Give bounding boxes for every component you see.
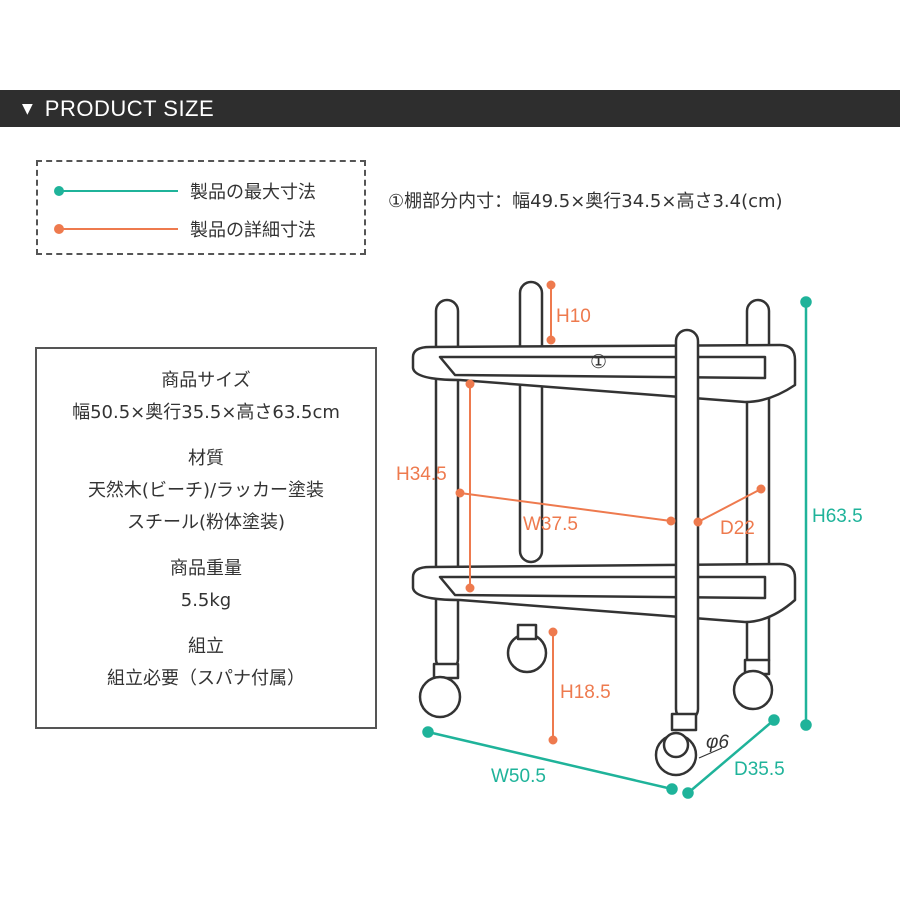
shelf-inner-size-note: ①棚部分内寸：幅49.5×奥行34.5×高さ3.4(cm) [388,191,783,212]
phi6-label: φ6 [706,732,729,753]
section-header: ▼ PRODUCT SIZE [0,90,900,127]
weight-value: 5.5kg [180,590,232,611]
caster-right [732,669,774,711]
d22-line [697,488,762,523]
bottom-tray-inner [438,575,767,600]
caster-left [418,675,462,719]
d22-label: D22 [720,518,755,539]
bottom-tray [411,562,797,624]
material-label: 材質 [188,448,224,469]
legend-item-detail: 製品の詳細寸法 [54,214,316,244]
h10-label: H10 [556,306,591,327]
d35-5-label: D35.5 [734,759,785,780]
weight-label: 商品重量 [170,558,242,579]
caster-back-stem [516,623,538,641]
triangle-down-icon: ▼ [22,100,33,117]
h18-5-label: H18.5 [560,682,611,703]
caster-front-inner [662,731,690,759]
teal-line-icon [54,186,178,196]
h63-5-label: H63.5 [812,506,863,527]
w50-5-label: W50.5 [491,766,546,787]
legend-box: 製品の最大寸法 製品の詳細寸法 [36,160,366,255]
orange-line-icon [54,224,178,234]
legend-label-detail: 製品の詳細寸法 [190,220,316,241]
d35-5-line [687,719,775,794]
material-line-2: スチール(粉体塗装) [126,512,286,533]
assembly-label: 組立 [188,636,224,657]
size-label: 商品サイズ [161,370,251,391]
top-tray-inner [438,355,767,380]
w50-5-line [427,730,673,791]
size-value: 幅50.5×奥行35.5×高さ63.5cm [72,402,340,423]
material-line-1: 天然木(ビーチ)/ラッカー塗装 [87,480,325,501]
caster-front-stem [670,712,698,732]
h34-5-label: H34.5 [396,464,447,485]
spec-box: 商品サイズ 幅50.5×奥行35.5×高さ63.5cm 材質 天然木(ビーチ)/… [35,347,377,729]
legend-label-max: 製品の最大寸法 [190,182,316,203]
w37-5-line [459,492,672,522]
legend-item-max: 製品の最大寸法 [54,176,316,206]
shelf-marker-label: ① [590,352,607,373]
w37-5-label: W37.5 [523,514,578,535]
section-title: PRODUCT SIZE [44,95,215,121]
phi6-pointer [698,747,723,759]
top-tray [411,343,797,404]
assembly-value: 組立必要（スパナ付属） [107,668,305,689]
